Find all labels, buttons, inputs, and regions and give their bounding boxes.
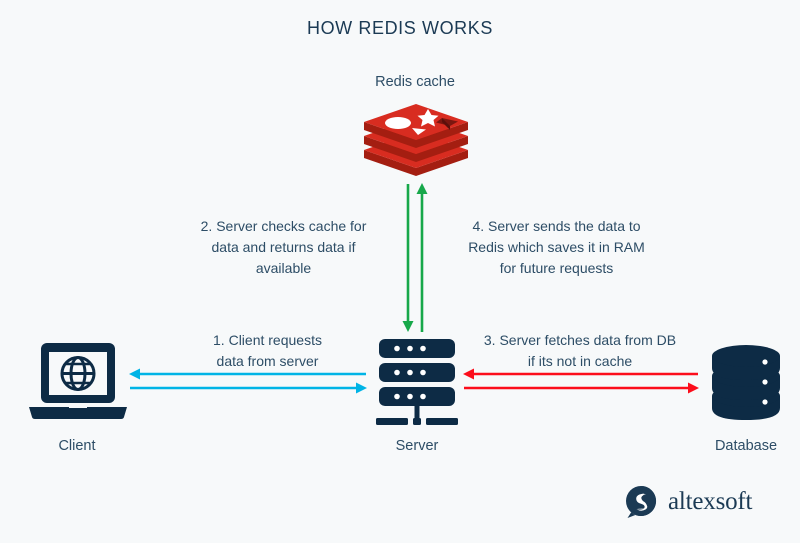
client-label: Client [58, 438, 96, 454]
server-rack-icon [373, 338, 461, 428]
database-label: Database [714, 438, 778, 454]
redis-cache-label: Redis cache [375, 74, 455, 90]
speech-bubble-s-icon [625, 485, 659, 519]
redis-stack-logo [362, 104, 470, 178]
brand-name: altexsoft [668, 488, 753, 515]
laptop-globe-icon [28, 342, 128, 426]
step-2-text: 2. Server checks cache for data and retu… [200, 218, 367, 276]
arrows-client-server [128, 366, 368, 396]
step-3-text: 3. Server fetches data from DB if its no… [483, 332, 677, 369]
server-label: Server [395, 438, 439, 454]
database-cylinder-icon [709, 340, 783, 426]
page-title: HOW REDIS WORKS [306, 18, 493, 38]
step-4-text: 4. Server sends the data to Redis which … [468, 218, 645, 276]
arrows-server-database [462, 366, 700, 396]
arrows-server-cache [400, 182, 436, 334]
altexsoft-logo: altexsoft [625, 482, 775, 522]
step-1-text: 1. Client requests data from server [213, 332, 322, 369]
